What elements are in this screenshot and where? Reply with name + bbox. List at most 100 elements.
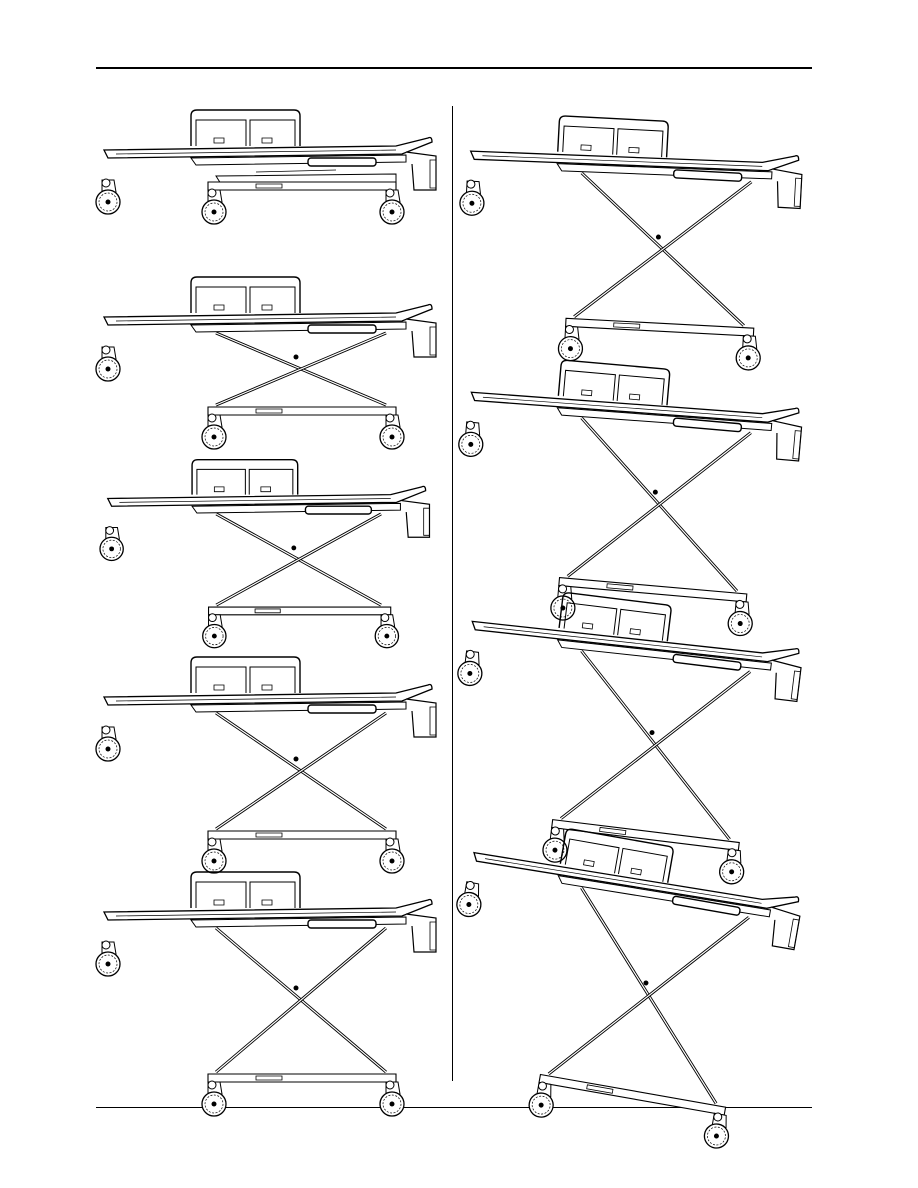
stretcher-figure	[100, 455, 445, 635]
side-rail	[558, 360, 670, 405]
base-caster-foot-wheel	[202, 425, 226, 449]
head-end-bracket	[770, 169, 802, 209]
scissor-pivot	[656, 234, 661, 239]
base-caster-foot	[202, 189, 226, 224]
base-caster-foot-wheel	[202, 200, 226, 224]
foot-caster-wheel	[96, 357, 120, 381]
foot-caster-wheel	[459, 191, 484, 216]
base-caster-head	[380, 189, 404, 224]
base-caster-head	[380, 414, 404, 449]
stretcher-figure	[96, 108, 452, 218]
base-caster-head	[375, 614, 398, 648]
base-caster-head	[380, 838, 404, 873]
foot-caster	[96, 346, 120, 381]
head-end-bracket	[406, 914, 436, 952]
foot-caster	[458, 420, 485, 457]
stretcher-illustration	[96, 275, 452, 433]
side-rail	[191, 110, 300, 146]
base-caster-foot	[203, 614, 226, 648]
side-rail	[191, 872, 300, 908]
stretcher-illustration	[96, 108, 452, 218]
base-caster-foot-wheel	[202, 1092, 226, 1116]
stretcher-figure	[462, 365, 818, 610]
undercarriage	[558, 172, 770, 370]
scissor-pivot	[294, 355, 299, 360]
side-rail	[192, 460, 298, 495]
foot-caster	[100, 527, 123, 561]
foot-caster	[457, 649, 485, 687]
undercarriage	[203, 514, 399, 648]
carry-handle	[308, 705, 376, 713]
base-caster-foot	[202, 1081, 226, 1116]
stretcher-illustration	[96, 870, 452, 1100]
undercarriage	[527, 885, 766, 1150]
foot-caster-wheel	[96, 190, 120, 214]
foot-caster-wheel	[96, 737, 120, 761]
undercarriage	[202, 928, 404, 1116]
carry-handle	[308, 325, 376, 333]
head-end-bracket	[400, 500, 429, 537]
deck-frame	[108, 486, 426, 514]
scissor-pivot	[291, 545, 296, 550]
stretcher-illustration	[462, 118, 818, 348]
stretcher-figure	[462, 600, 818, 855]
undercarriage	[202, 333, 404, 449]
deck-frame	[470, 609, 799, 677]
scissor-pivot	[649, 730, 655, 736]
stretcher-illustration	[462, 365, 818, 610]
foot-caster	[96, 179, 120, 214]
stretcher-illustration	[462, 600, 818, 855]
stretcher-illustration	[462, 840, 818, 1115]
foot-caster-wheel	[96, 952, 120, 976]
deck-frame	[104, 305, 432, 334]
base-caster-head-wheel	[380, 425, 404, 449]
head-end-bracket	[406, 699, 436, 737]
base-caster-foot	[202, 414, 226, 449]
base-caster-head-wheel	[380, 200, 404, 224]
deck-frame	[470, 380, 799, 437]
head-end-bracket	[769, 421, 802, 461]
scissor-pivot	[294, 757, 299, 762]
stretcher-illustration	[100, 455, 445, 635]
base-caster-foot-wheel	[203, 624, 226, 647]
deck-frame	[470, 139, 799, 185]
head-end-bracket	[406, 319, 436, 357]
base-caster-foot	[527, 1080, 557, 1119]
base-caster-foot	[558, 325, 584, 361]
carry-handle	[308, 158, 376, 166]
column-divider	[452, 106, 453, 1081]
foot-caster	[96, 726, 120, 761]
header-rule	[96, 67, 812, 69]
head-end-bracket	[767, 660, 801, 701]
stretcher-figure	[462, 840, 818, 1115]
base-caster-foot	[202, 838, 226, 873]
scissor-pivot	[653, 489, 658, 494]
stretcher-figure	[96, 275, 452, 433]
foot-caster	[96, 941, 120, 976]
base-caster-head-wheel	[375, 624, 398, 647]
scissor-pivot	[294, 986, 299, 991]
side-rail	[191, 277, 300, 313]
base-caster-head	[703, 1111, 733, 1150]
undercarriage	[202, 170, 404, 224]
stretcher-illustration	[96, 655, 452, 857]
carry-handle	[308, 920, 376, 928]
side-rail	[558, 116, 669, 158]
foot-caster	[459, 180, 485, 216]
base-caster-head-wheel	[380, 1092, 404, 1116]
deck-frame	[104, 685, 432, 714]
undercarriage	[202, 713, 404, 873]
deck-frame	[104, 138, 432, 167]
carry-handle	[305, 506, 371, 514]
stretcher-figure	[96, 870, 452, 1100]
deck-frame	[104, 900, 432, 929]
deck-frame	[471, 840, 799, 925]
foot-caster	[455, 880, 485, 919]
side-rail	[191, 657, 300, 693]
scissor-pivot	[643, 980, 649, 986]
base-caster-foot-wheel	[558, 336, 583, 361]
base-caster-head	[380, 1081, 404, 1116]
head-end-bracket	[406, 152, 436, 190]
stretcher-figure	[96, 655, 452, 857]
